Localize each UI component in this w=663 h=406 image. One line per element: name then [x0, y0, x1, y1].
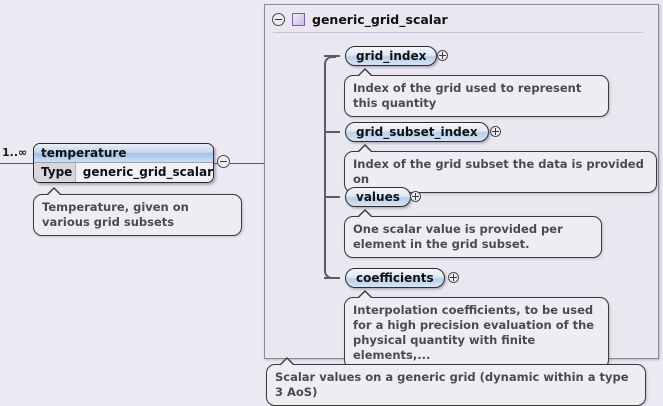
panel-header: generic_grid_scalar [265, 5, 658, 33]
expand-toggle-grid-subset-index[interactable] [490, 126, 501, 137]
annotation-tail-fill [47, 189, 61, 196]
expand-toggle-grid-index[interactable] [437, 50, 448, 61]
collapse-toggle-panel[interactable] [272, 12, 285, 26]
annotation-tail-fill [358, 70, 372, 77]
temperature-to-sequence-line [230, 163, 286, 164]
annotation-panel: Scalar values on a generic grid (dynamic… [266, 357, 646, 406]
annotation-coefficients: Interpolation coefficients, to be used f… [344, 290, 609, 369]
annotation-tail-fill [358, 211, 372, 218]
element-box-temperature[interactable]: temperature Type generic_grid_scalar [33, 143, 214, 183]
element-pill-grid-subset-index[interactable]: grid_subset_index [345, 122, 489, 142]
expand-toggle-coefficients[interactable] [448, 272, 459, 283]
annotation-text: Scalar values on a generic grid (dynamic… [275, 370, 629, 399]
annotation-tail-fill [358, 292, 372, 299]
branch-grid-index [324, 55, 340, 57]
collapse-toggle-temperature[interactable] [217, 155, 230, 168]
annotation-temperature: Temperature, given on various grid subse… [33, 187, 242, 236]
element-pill-coefficients[interactable]: coefficients [345, 268, 445, 288]
panel-title: generic_grid_scalar [312, 11, 448, 27]
element-pill-values[interactable]: values [345, 187, 411, 207]
annotation-text: Index of the grid used to represent this… [353, 81, 582, 110]
annotation-values: One scalar value is provided per element… [344, 209, 602, 258]
annotation-text: Temperature, given on various grid subse… [42, 200, 189, 229]
element-pill-grid-index[interactable]: grid_index [345, 46, 438, 66]
element-type-row: Type generic_grid_scalar [34, 163, 213, 182]
incoming-connector-line [0, 163, 34, 164]
complex-type-swatch-icon [292, 12, 305, 26]
temperature-out-line [214, 163, 218, 164]
child-tree-spine [324, 56, 336, 279]
annotation-text: One scalar value is provided per element… [353, 222, 563, 251]
type-label: Type [34, 163, 76, 182]
type-value: generic_grid_scalar [82, 165, 213, 179]
branch-coefficients [324, 277, 340, 279]
element-name-temperature: temperature [34, 144, 213, 163]
annotation-grid-index: Index of the grid used to represent this… [344, 68, 609, 117]
cardinality-label: 1..∞ [2, 146, 28, 159]
annotation-text: Interpolation coefficients, to be used f… [353, 303, 595, 362]
expand-toggle-values[interactable] [410, 191, 421, 202]
branch-values [324, 196, 340, 198]
branch-grid-subset-index [324, 131, 340, 133]
panel-header-divider [273, 32, 643, 33]
annotation-text: Index of the grid subset the data is pro… [353, 157, 644, 186]
annotation-tail-fill [358, 146, 372, 153]
annotation-tail-fill [280, 359, 294, 366]
annotation-grid-subset-index: Index of the grid subset the data is pro… [344, 144, 657, 193]
